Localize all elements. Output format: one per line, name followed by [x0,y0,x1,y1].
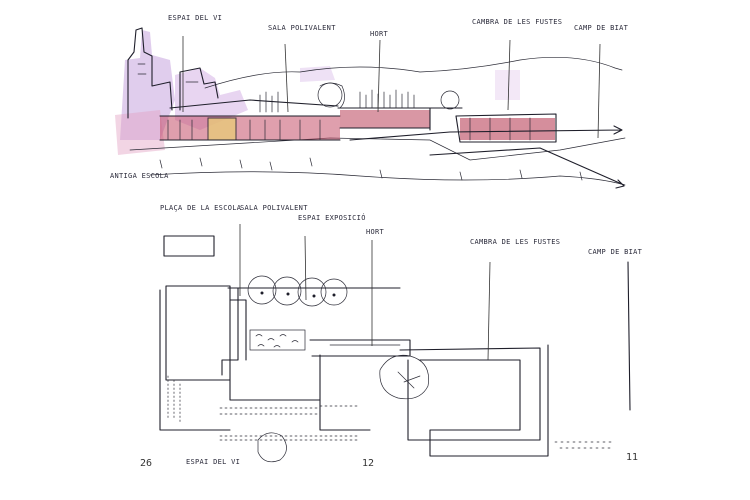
plan-label-espai-vi: ESPAI DEL VI [186,458,240,466]
elevation-label-camp-biat: CAMP DE BIAT [574,24,629,32]
plan-label-sala-polivalent: SALA POLIVALENT [240,204,308,212]
lilac-wash [115,30,520,155]
plan-number-11: 11 [626,452,638,463]
plan-number-12: 12 [362,458,374,469]
elevation-label-espai-vi: ESPAI DEL VI [168,14,222,22]
brick-pavilion-left [159,99,341,141]
plan-label-hort: HORT [366,228,385,236]
elevation-drawing [115,27,626,189]
elevation-label-antiga-escola: ANTIGA ESCOLA [110,172,169,180]
elevation-label-hort: HORT [370,30,389,38]
plan-label-camp-biat: CAMP DE BIAT [588,248,643,256]
plan-drawing [159,224,631,463]
plan-tree-row [247,275,348,307]
plan-number-26: 26 [140,458,152,469]
brick-pavilion-right [429,107,557,143]
plan-label-cambra-fustes: CAMBRA DE LES FUSTES [470,238,560,246]
plan-label-espai-exposicio: ESPAI EXPOSICIÓ [298,213,366,222]
elevation-label-sala-polivalent: SALA POLIVALENT [268,24,336,32]
elevation-label-cambra-fustes: CAMBRA DE LES FUSTES [472,18,562,26]
plan-label-placa-escola: PLAÇA DE LA ESCOLA [160,204,242,212]
